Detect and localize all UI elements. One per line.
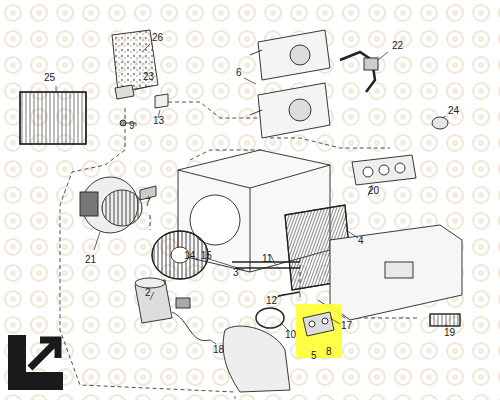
callout-number: 19 [444, 327, 455, 338]
callout-number: 21 [85, 254, 96, 265]
leader-lines [56, 44, 446, 399]
callout-number: 22 [392, 40, 403, 51]
callout-number: 12 [266, 295, 277, 306]
callout-number: 4 [358, 235, 364, 246]
callout-number: 20 [368, 185, 379, 196]
callout-number: 14, 15 [184, 250, 212, 261]
expand-icon [8, 335, 63, 390]
callout-number: 7 [145, 197, 151, 208]
callout-number: 2 [145, 287, 151, 298]
callout-number: 10 [285, 329, 296, 340]
callout-number: 5 [311, 350, 317, 361]
highlight [296, 304, 342, 358]
callout-number: 23 [143, 71, 154, 82]
callout-number: 18 [213, 344, 224, 355]
callout-number: 9 [129, 120, 135, 131]
callout-number: 3 [233, 267, 239, 278]
callout-number: 8 [326, 346, 332, 357]
callout-number: 6 [236, 67, 242, 78]
callout-number: 17 [341, 320, 352, 331]
callout-number: 13 [153, 115, 164, 126]
parts [20, 30, 462, 392]
callout-number: 25 [44, 72, 55, 83]
callout-number: 11 [262, 253, 272, 264]
callout-number: 24 [448, 105, 459, 116]
valve-part [303, 312, 334, 336]
callout-number: 26 [152, 32, 163, 43]
